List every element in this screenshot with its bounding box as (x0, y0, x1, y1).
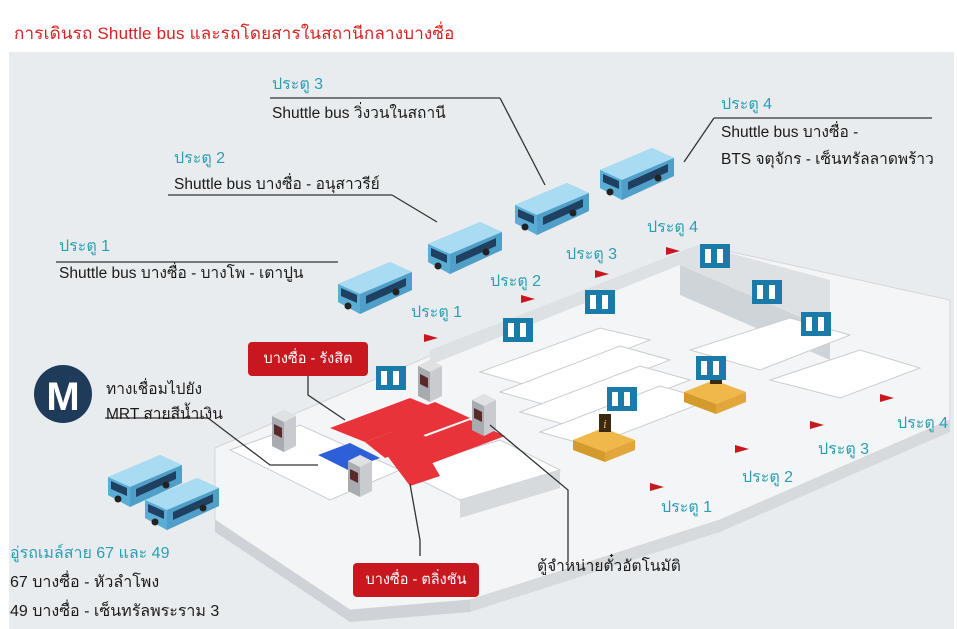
gate-2-label: ประตู 2 (174, 150, 226, 167)
gate-flag (424, 334, 438, 342)
gate-4-description-line1: Shuttle bus บางซื่อ - (721, 124, 859, 141)
restroom-sign (585, 290, 615, 314)
gate-marker-1: ประตู 1 (411, 304, 463, 321)
shuttle-bus-icon (338, 262, 412, 314)
gate-4-description-line2: BTS จตุจักร - เซ็นทรัลลาดพร้าว (721, 151, 934, 168)
ticket-kiosk (348, 455, 372, 497)
bus-route-67: 67 บางซื่อ - หัวลำโพง (10, 574, 160, 591)
gate-1-label: ประตู 1 (59, 238, 111, 255)
restroom-sign (503, 318, 533, 342)
restroom-sign (700, 244, 730, 268)
bus-route-49: 49 บางซื่อ - เซ็นทรัลพระราม 3 (10, 603, 220, 620)
restroom-sign (801, 312, 831, 336)
ticket-kiosk (418, 360, 442, 402)
mrt-logo-letter: M (46, 375, 79, 419)
mrt-link-line1: ทางเชื่อมไปยัง (106, 381, 203, 398)
mrt-link-line2: MRT สายสีน้ำเงิน (106, 406, 223, 423)
line-label-taling-chan: บางซื่อ - ตลิ่งชัน (353, 563, 479, 597)
restroom-sign (752, 280, 782, 304)
bus-depot-title: อู่รถเมล์สาย 67 และ 49 (10, 545, 170, 562)
line-label-rangsit: บางซื่อ - รังสิต (248, 342, 368, 376)
platform-rows (478, 317, 922, 447)
ticket-kiosk (272, 410, 296, 452)
ticket-kiosk (472, 394, 496, 436)
restroom-sign (376, 366, 406, 390)
gate-3-label: ประตู 3 (272, 76, 324, 93)
gate-flag (521, 295, 535, 303)
gate-flag (595, 270, 609, 278)
gate-3-description: Shuttle bus วิ่งวนในสถานี (272, 105, 446, 122)
gate-marker-bottom-3: ประตู 3 (818, 441, 870, 458)
gate-1-description: Shuttle bus บางซื่อ - บางโพ - เตาปูน (59, 265, 304, 282)
restroom-sign (696, 356, 726, 380)
gate-marker-bottom-2: ประตู 2 (742, 469, 794, 486)
mrt-logo: M (34, 365, 92, 423)
gate-marker-3: ประตู 3 (566, 246, 618, 263)
shuttle-bus-icon (428, 222, 502, 274)
gate-marker-4: ประตู 4 (647, 219, 699, 236)
page-title: การเดินรถ Shuttle bus และรถโดยสารในสถานี… (14, 24, 455, 43)
gate-4-label: ประตู 4 (721, 96, 773, 113)
gate-marker-2: ประตู 2 (490, 273, 542, 290)
restroom-sign (607, 387, 637, 411)
red-platform-area (330, 398, 505, 486)
ticket-machine-label: ตู้จำหน่ายตั๋วอัตโนมัติ (537, 558, 681, 575)
gate-marker-bottom-4: ประตู 4 (897, 415, 949, 432)
gate-marker-bottom-1: ประตู 1 (661, 499, 713, 516)
shuttle-bus-icon (600, 148, 674, 200)
shuttle-bus-icon (515, 183, 589, 235)
gate-2-description: Shuttle bus บางซื่อ - อนุสาวรีย์ (174, 176, 380, 193)
